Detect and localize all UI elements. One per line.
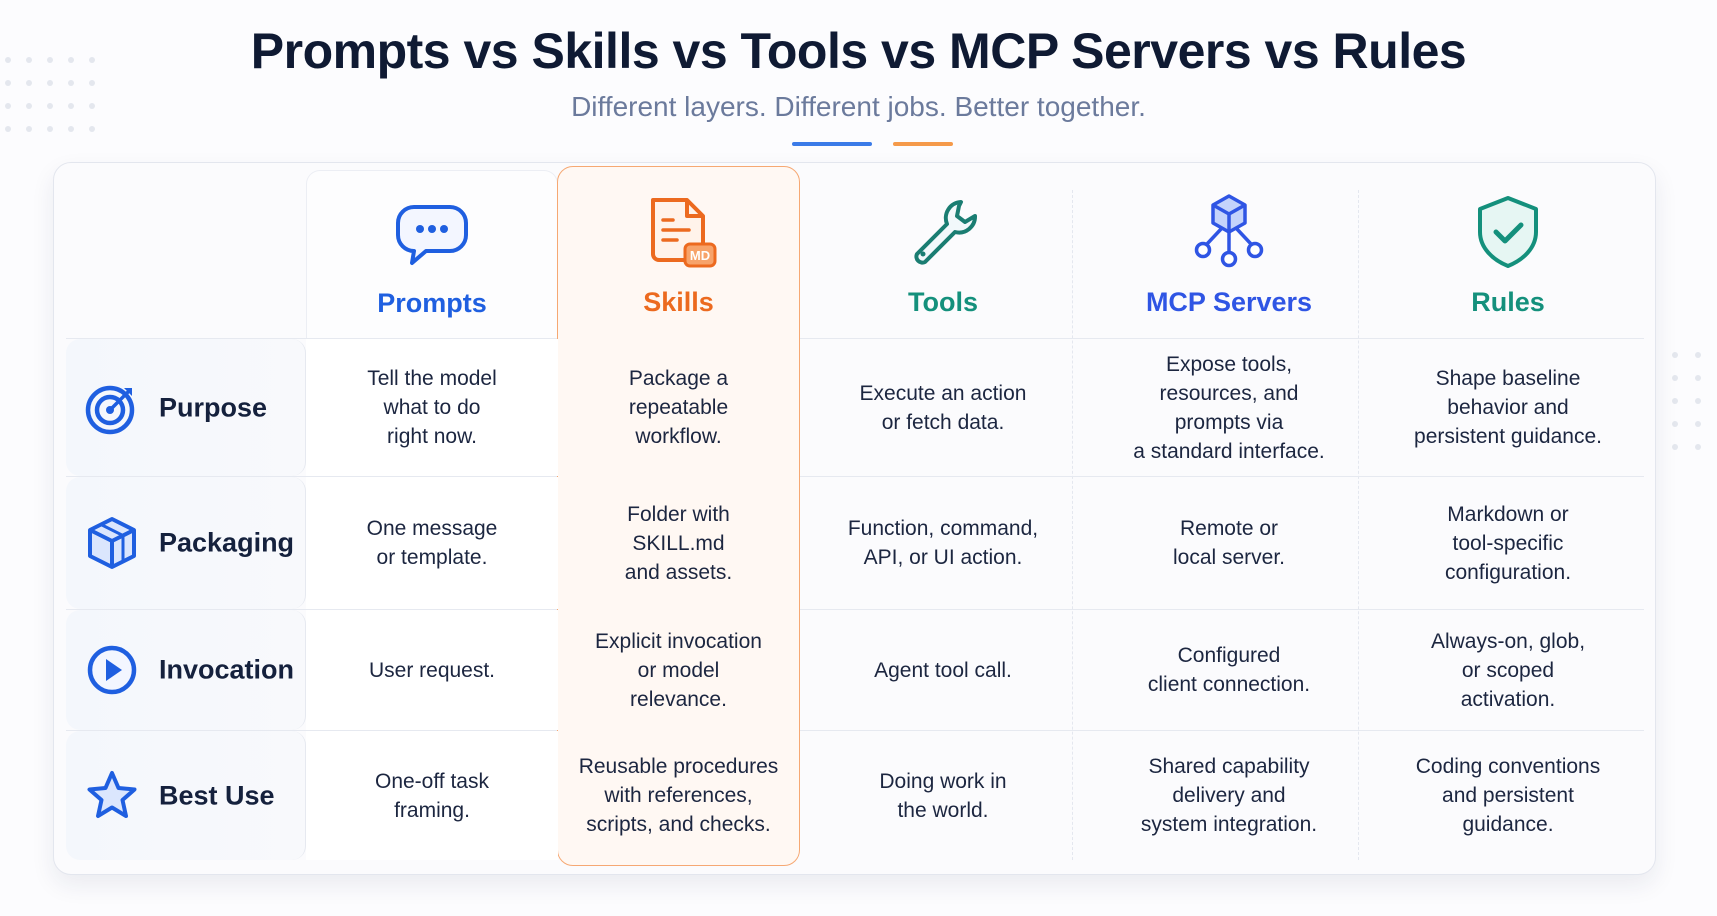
column-divider <box>1072 190 1073 860</box>
play-circle-icon <box>87 645 137 695</box>
cell-skills-packaging: Folder with SKILL.md and assets. <box>624 502 733 584</box>
md-badge: MD <box>689 248 709 263</box>
column-label-prompts: Prompts <box>377 288 487 318</box>
cell-mcp-servers-purpose: Expose tools, resources, and prompts via… <box>1133 352 1325 463</box>
row-label-purpose: Purpose <box>66 339 306 476</box>
cell-rules-purpose: Shape baseline behavior and persistent g… <box>1414 367 1602 448</box>
cell-mcp-servers-invocation: Configured client connection. <box>1147 644 1311 696</box>
column-header-mcp-servers: MCP Servers <box>1086 170 1372 338</box>
decorative-dots-right <box>1672 352 1701 450</box>
cell-mcp-servers-packaging: Remote or local server. <box>1172 517 1286 569</box>
page-subtitle: Different layers. Different jobs. Better… <box>571 91 1146 122</box>
target-icon <box>85 385 135 434</box>
column-header-skills: MD Skills <box>557 170 800 338</box>
star-icon <box>87 770 137 818</box>
page-title: Prompts vs Skills vs Tools vs MCP Server… <box>250 23 1467 79</box>
wrench-icon <box>914 200 977 265</box>
cell-skills-best-use: Reusable procedures with references, scr… <box>578 755 779 836</box>
row-best-use: Best Use One-off task framing. Reusable … <box>66 730 1644 860</box>
cell-prompts-invocation: User request. <box>306 610 558 730</box>
cell-tools-best-use: Doing work in the world. <box>879 769 1007 822</box>
column-header-prompts: Prompts <box>306 170 558 338</box>
cell-skills-purpose: Package a repeatable workflow. <box>628 367 729 448</box>
column-label-mcp-servers: MCP Servers <box>1145 287 1313 317</box>
row-label-packaging: Packaging <box>66 477 306 609</box>
column-header-tools: Tools <box>800 170 1086 338</box>
column-divider <box>1358 190 1359 860</box>
accent-line-blue <box>792 142 872 146</box>
accent-line-orange <box>893 142 953 146</box>
cell-prompts-purpose: Tell the model what to do right now. <box>306 339 558 476</box>
shield-check-icon <box>1478 196 1538 268</box>
column-label-skills: Skills <box>643 287 714 317</box>
network-cube-icon <box>1194 194 1264 268</box>
row-label-text: Invocation <box>159 654 295 685</box>
cell-skills-invocation: Explicit invocation or model relevance. <box>595 629 762 711</box>
row-label-text: Best Use <box>159 780 275 810</box>
cell-tools-purpose: Execute an action or fetch data. <box>859 381 1027 434</box>
cell-rules-invocation: Always-on, glob, or scoped activation. <box>1430 629 1586 711</box>
cell-tools-invocation: Agent tool call. <box>874 658 1012 682</box>
row-packaging: Packaging One message or template. Folde… <box>66 476 1644 609</box>
cell-tools-packaging: Function, command, API, or UI action. <box>847 517 1039 569</box>
row-label-best-use: Best Use <box>66 731 306 860</box>
column-label-rules: Rules <box>1471 287 1545 317</box>
row-label-invocation: Invocation <box>66 610 306 730</box>
column-label-tools: Tools <box>908 287 978 317</box>
cell-rules-best-use: Coding conventions and persistent guidan… <box>1415 755 1601 836</box>
cell-mcp-servers-best-use: Shared capability delivery and system in… <box>1140 755 1318 836</box>
column-header-rules: Rules <box>1372 170 1644 338</box>
row-label-text: Purpose <box>159 392 268 422</box>
chat-bubble-icon <box>396 205 468 265</box>
cell-prompts-packaging: One message or template. <box>306 477 558 609</box>
cell-prompts-best-use: One-off task framing. <box>306 731 558 860</box>
row-label-text: Packaging <box>159 527 295 558</box>
decorative-dots-left <box>5 57 95 132</box>
row-purpose: Purpose Tell the model what to do right … <box>66 338 1644 476</box>
markdown-file-icon: MD <box>650 198 716 268</box>
package-box-icon <box>88 517 136 569</box>
row-invocation: Invocation User request. Explicit invoca… <box>66 609 1644 730</box>
cell-rules-packaging: Markdown or tool-specific configuration. <box>1444 502 1572 584</box>
